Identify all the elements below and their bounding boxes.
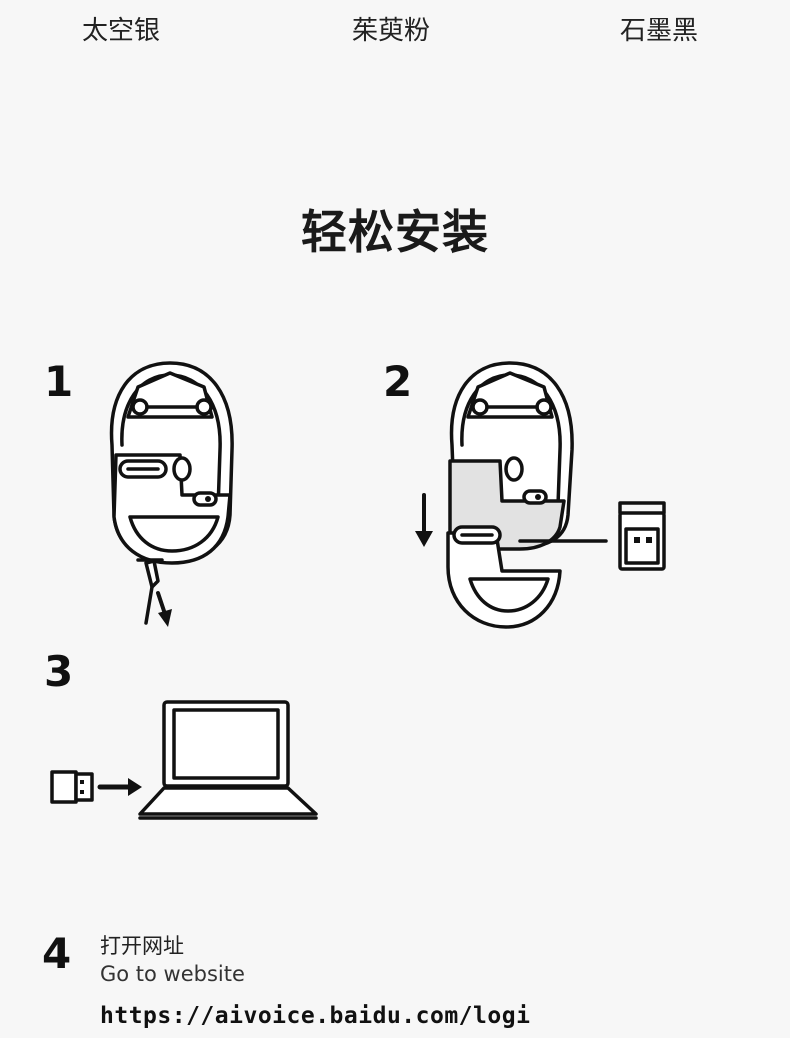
step-4-label-cn: 打开网址 — [100, 934, 184, 958]
color-black: 石墨黑 — [620, 16, 699, 46]
color-pink: 茱萸粉 — [352, 16, 431, 46]
mouse-bottom-icon — [109, 361, 234, 627]
color-options: 太空银 茱萸粉 石墨黑 — [0, 14, 790, 54]
step-3-number: 3 — [44, 647, 74, 696]
laptop-icon — [50, 700, 318, 820]
website-url-link[interactable]: https://aivoice.baidu.com/logi — [100, 1003, 531, 1029]
step-2-number: 2 — [383, 357, 413, 406]
color-silver: 太空银 — [82, 16, 161, 46]
step-1-number: 1 — [44, 357, 74, 406]
step-4-label-en: Go to website — [100, 962, 245, 986]
step-4-number: 4 — [42, 929, 72, 978]
battery-cover-icon — [415, 361, 666, 629]
page-title: 轻松安装 — [301, 205, 489, 259]
